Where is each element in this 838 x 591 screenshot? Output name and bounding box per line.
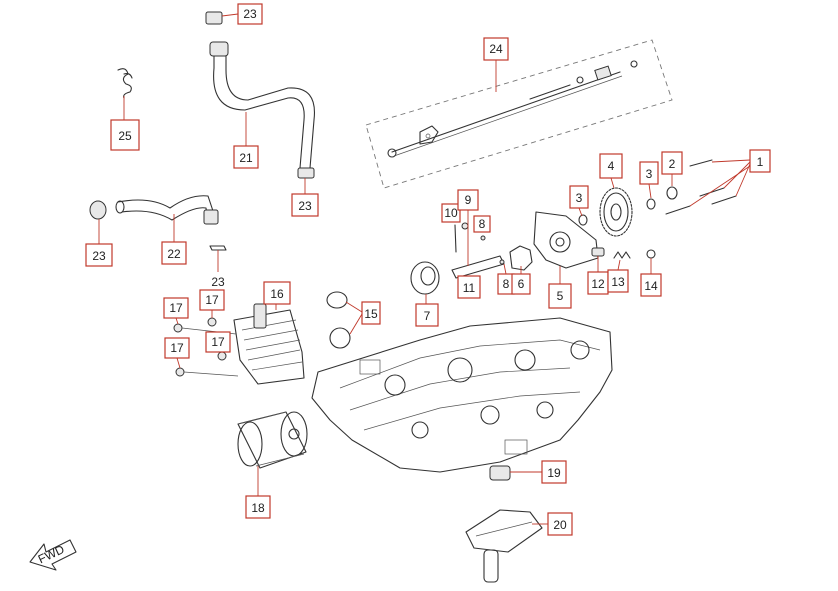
callout-label: 17	[170, 341, 184, 355]
crankcase	[311, 317, 613, 473]
fwd-label: FWD	[36, 542, 67, 566]
callout-label: 5	[557, 289, 564, 303]
callout-label: 16	[270, 287, 284, 301]
callout-label: 22	[167, 247, 181, 261]
oil-cooler	[233, 303, 305, 385]
drive-gear	[599, 187, 633, 237]
callouts: 24 23 25 21 23 23 22 23 17 17	[85, 3, 771, 536]
callout-label: 17	[169, 301, 183, 315]
callout-label: 10	[444, 206, 458, 220]
callout-label: 24	[489, 42, 503, 56]
mounting-bolts	[665, 159, 737, 215]
callout-label: 23	[243, 7, 257, 21]
callout-label: 3	[646, 167, 653, 181]
callout-label: 9	[465, 193, 472, 207]
callout-label: 20	[553, 518, 567, 532]
oil-pump-cover	[410, 261, 440, 295]
washers	[578, 186, 678, 226]
hose-clamp	[89, 167, 315, 251]
callout-label: 1	[757, 155, 764, 169]
callout-label: 23	[92, 249, 106, 263]
callout-label: 2	[669, 157, 676, 171]
callout-label: 11	[463, 281, 476, 295]
relief-valve	[591, 247, 656, 259]
o-rings	[326, 291, 351, 349]
breather-hose-upper	[205, 11, 316, 169]
callout-label: 21	[239, 151, 253, 165]
fwd-arrow-icon: FWD	[29, 539, 77, 571]
oil-filter	[237, 411, 308, 469]
callout-label: 8	[479, 217, 486, 231]
callout-label: 23	[298, 199, 312, 213]
callout-label: 6	[518, 277, 525, 291]
callout-label: 17	[211, 335, 225, 349]
callout-label: 3	[576, 191, 583, 205]
callout-label: 18	[251, 501, 265, 515]
oil-strainer	[465, 509, 543, 583]
callout-label: 12	[591, 277, 605, 291]
callout-label: 19	[547, 466, 561, 480]
callout-label: 23	[211, 275, 225, 289]
breather-hose-lower	[115, 195, 219, 225]
callout-label: 15	[364, 307, 378, 321]
callout-label: 13	[611, 275, 625, 289]
strainer-neck	[489, 465, 511, 481]
callout-label: 17	[205, 293, 219, 307]
dipstick-assembly	[365, 39, 673, 189]
callout-label: 14	[644, 279, 658, 293]
callout-label: 8	[503, 277, 510, 291]
oil-pump-body	[533, 211, 599, 269]
callout-label: 25	[118, 129, 132, 143]
pump-rotor	[499, 245, 533, 271]
callout-label: 4	[608, 159, 615, 173]
callout-label: 7	[424, 309, 431, 323]
clip-part	[117, 68, 133, 99]
